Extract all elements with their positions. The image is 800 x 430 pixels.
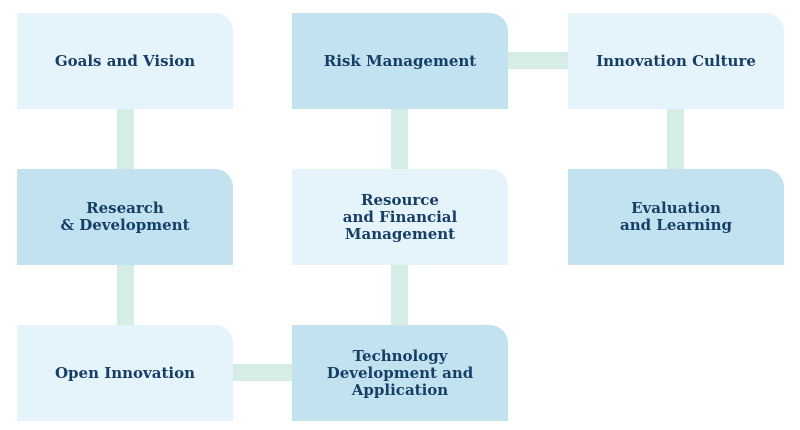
node-resource-financial-management: Resource and Financial Management — [292, 169, 508, 265]
node-label: Research & Development — [60, 199, 190, 234]
node-label: Open Innovation — [54, 363, 196, 382]
connector-goals-research — [117, 108, 134, 172]
connector-research-open — [117, 264, 134, 328]
node-label: Innovation Culture — [596, 51, 756, 70]
node-evaluation-learning: Evaluation and Learning — [568, 169, 784, 265]
node-label: Resource and Financial Management — [342, 190, 458, 243]
node-technology-development-application: Technology Development and Application — [292, 325, 508, 421]
node-innovation-culture: Innovation Culture — [568, 13, 784, 109]
connector-open-technology — [232, 364, 296, 381]
connector-risk-culture — [507, 52, 571, 69]
node-goals-and-vision: Goals and Vision — [17, 13, 233, 109]
connector-culture-evaluation — [667, 108, 684, 172]
node-label: Technology Development and Application — [326, 346, 474, 399]
node-label: Risk Management — [323, 51, 477, 70]
node-label: Goals and Vision — [54, 51, 196, 70]
connector-technology-resource — [391, 264, 408, 328]
node-research-development: Research & Development — [17, 169, 233, 265]
node-open-innovation: Open Innovation — [17, 325, 233, 421]
node-label: Evaluation and Learning — [619, 199, 733, 234]
node-risk-management: Risk Management — [292, 13, 508, 109]
connector-resource-risk — [391, 108, 408, 172]
